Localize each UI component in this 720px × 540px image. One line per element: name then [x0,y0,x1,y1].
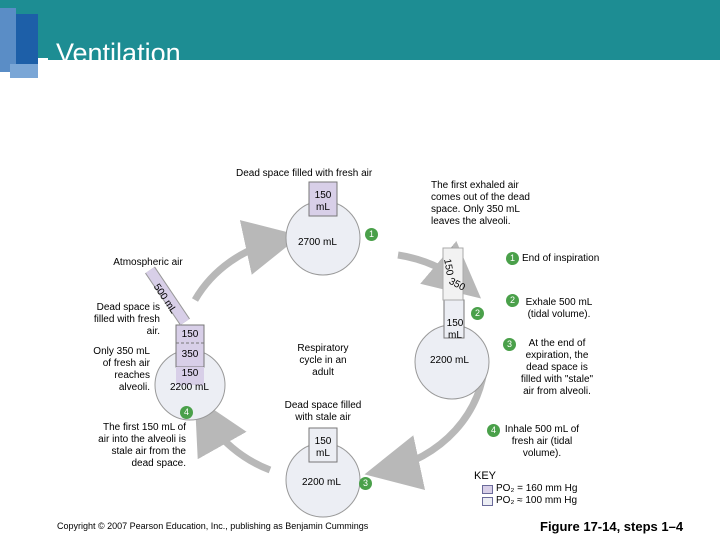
step-badge-right: 2 [471,307,484,320]
copyright-text: Copyright © 2007 Pearson Education, Inc.… [57,521,369,531]
cycle-arrow-bottom-left [194,396,272,474]
dead-space-fresh-label: Dead space filled with fresh air [236,168,373,179]
left-value-150: 150 [181,329,199,340]
step-badge-left: 4 [180,406,193,419]
alveoli-bottom-volume: 2200 mL [302,477,341,488]
dead-space-left [175,324,205,368]
alveoli-right-volume: 2200 mL [430,355,469,366]
step-1-text: End of inspiration [522,253,600,264]
fresh-air-left-alveoli [176,367,204,385]
step-2-text: Exhale 500 mL (tidal volume). [525,297,593,320]
key-item-fresh: PO₂ = 160 mm Hg [496,483,578,494]
step-4-text: Inhale 500 mL of fresh air (tidal volume… [504,424,580,459]
slide-title: Ventilation [56,38,181,68]
step-3-text: At the end of expiration, the dead space… [520,338,594,397]
key-swatch-stale [482,497,493,506]
cycle-arrow-left-top [191,220,301,302]
dead-space-bottom-volume: 150 mL [314,436,332,459]
inhale-arrow-left-inner [145,267,190,325]
first-150-note: The first 150 mL of air into the alveoli… [98,422,186,469]
dead-space-top [308,181,338,217]
step-badge-bottom: 3 [359,477,372,490]
only-350-note: Only 350 mL of fresh air reaches alveoli… [93,346,150,393]
exhale-arrow-band [442,247,464,301]
dead-space-top-volume: 150 mL [314,190,332,213]
header-decor-block [0,8,16,72]
key-title: KEY [474,470,497,482]
step-list-badge: 1 [506,252,519,265]
step-badge-top: 1 [365,228,378,241]
step-list-badge: 4 [487,424,500,437]
left-alveoli-volume: 2200 mL [170,382,209,393]
dead-space-stale-label: Dead space filled with stale air [284,400,362,423]
header-bar [0,0,720,58]
dead-space-fresh-note: Dead space is filled with fresh air. [93,302,160,337]
respiratory-cycle-label: Respiratory cycle in an adult [297,343,349,378]
dead-space-bottom [308,427,338,463]
alveoli-top-volume: 2700 mL [298,237,337,248]
left-value-150b: 150 [181,368,199,379]
atmospheric-air-label: Atmospheric air [113,257,183,268]
header-underline [48,58,720,60]
key-item-stale: PO₂ ≈ 100 mm Hg [496,495,578,506]
header-decor-block [10,64,38,78]
step-list-badge: 3 [503,338,516,351]
key-swatch-fresh [482,485,493,494]
figure-label: Figure 17-14, steps 1–4 [540,519,684,534]
left-value-350: 350 [181,349,199,360]
header-decor-block [16,14,38,78]
step-list-badge: 2 [506,294,519,307]
first-exhaled-note: The first exhaled air comes out of the d… [431,180,530,227]
dead-space-right-volume: 150 mL [446,318,464,341]
